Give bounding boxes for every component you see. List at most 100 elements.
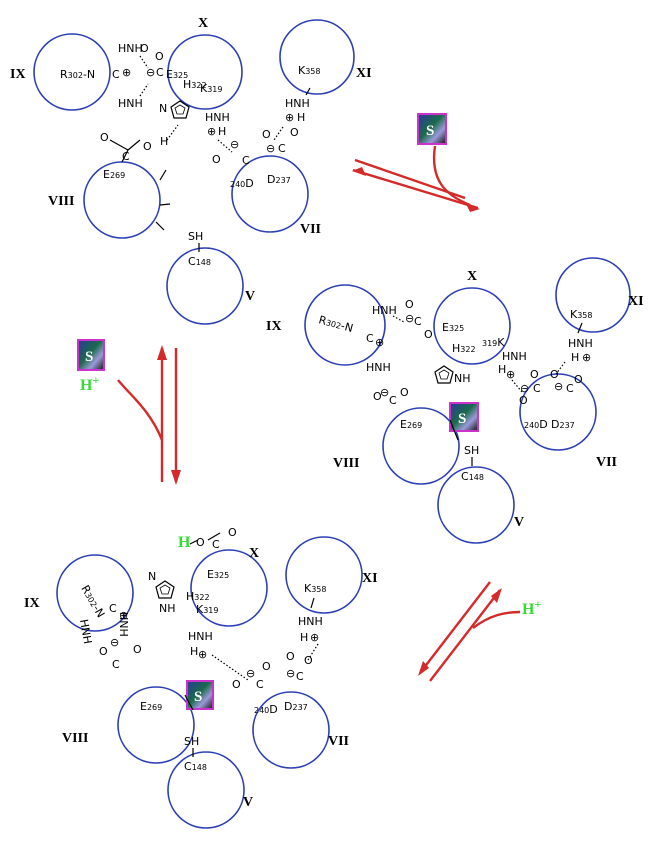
label-domain-ix: IX (10, 67, 26, 82)
residue-d240: 240D (230, 177, 254, 190)
plus-charge: ⊕ (582, 351, 591, 364)
substrate-square-icon: S (77, 339, 105, 371)
equilibrium-arrow-left: S H+ (77, 339, 181, 485)
minus-charge: ⊖ (146, 66, 155, 79)
substrate-square-icon: S (186, 680, 214, 710)
substrate-label: S (426, 123, 434, 139)
oxygen: O (262, 128, 271, 141)
plus-charge: ⊕ (198, 648, 207, 661)
domain-circle-ix (304, 284, 386, 366)
carboxyl-carbon: C (242, 154, 250, 167)
residue-k358: K358 (304, 582, 327, 595)
residue-k358: K358 (298, 64, 321, 77)
lysine-hnh: HNH (298, 615, 323, 628)
substrate-label: S (85, 349, 93, 365)
residue-h322: H322 (183, 78, 207, 91)
label-domain-viii: VIII (48, 194, 74, 209)
lysine-h: H (297, 111, 305, 124)
proton-released: H+ (80, 373, 99, 394)
substrate-square-icon: S (417, 113, 447, 145)
minus-charge: ⊖ (405, 312, 414, 325)
lysine-h: H (571, 351, 579, 364)
domain-circle-vii (252, 691, 330, 769)
domain-circle-v (166, 247, 244, 325)
label-domain-viii: VIII (62, 731, 88, 746)
lysine-hnh: HNH (568, 337, 593, 350)
oxygen: O (286, 650, 295, 663)
guanidinium-nh-bottom: HNH (77, 618, 94, 645)
residue-k319: K319 (200, 82, 223, 95)
carboxyl-carbon: C (278, 142, 286, 155)
guanidinium-nh-top: HNH (117, 612, 130, 637)
lysine-h: H (498, 363, 506, 376)
lysine-hnh: HNH (188, 630, 213, 643)
oxygen: O (232, 678, 241, 691)
domain-circle-vii (519, 373, 597, 451)
oxygen: O (140, 42, 149, 55)
state-2-substrate-bound: IX X XI VIII VII V R302-N HNH HNH C ⊕ O … (266, 257, 644, 544)
domain-circle-v (167, 751, 245, 829)
domain-circle-viii (117, 686, 195, 764)
residue-e325: E325 (442, 321, 464, 334)
minus-charge: ⊖ (286, 667, 295, 680)
residue-e269: E269 (140, 700, 162, 713)
minus-charge: ⊖ (554, 380, 563, 393)
carboxyl-carbon: C (256, 678, 264, 691)
carboxyl-carbon: C (533, 382, 541, 395)
label-domain-vii: VII (328, 734, 349, 749)
domain-circle-xi (555, 257, 631, 333)
label-domain-xi: XI (628, 294, 644, 309)
label-domain-xi: XI (356, 66, 372, 81)
hydroxyl-oxygen: O (143, 140, 152, 153)
guanidinium-nh-bottom: HNH (366, 361, 391, 374)
oxygen: O (155, 50, 164, 63)
guanidinium-nh-top: HNH (372, 304, 397, 317)
plus-charge: ⊕ (119, 609, 128, 622)
residue-d237: D237 (267, 173, 291, 186)
residue-e325: E325 (166, 68, 188, 81)
thiol-sh: SH (464, 444, 479, 457)
oxygen: O (99, 645, 108, 658)
equilibrium-arrow-top-right: S (352, 113, 480, 212)
oxygen: O (133, 643, 142, 656)
residue-d240: 240D (524, 418, 548, 431)
oxygen: O (519, 394, 528, 407)
residue-r302: R302-N (60, 68, 95, 81)
residue-k319: 319K (482, 336, 505, 349)
imidazole-ring-icon (155, 580, 175, 599)
plus-charge: ⊕ (207, 125, 216, 138)
oxygen: O (373, 390, 382, 403)
lysine-hnh: HNH (285, 97, 310, 110)
plus-charge: ⊕ (285, 111, 294, 124)
oxygen: O (290, 126, 299, 139)
state-3-protonated-intermediate: IX X XI VIII VII V R302-N C ⊕ HNH HNH O … (24, 526, 378, 829)
hydroxyl-oxygen: O (196, 536, 205, 549)
domain-circle-xi (285, 536, 363, 614)
residue-c148: C148 (461, 470, 484, 483)
label-domain-x: X (249, 546, 259, 561)
domain-circle-vii (231, 155, 309, 233)
lysine-hnh: HNH (502, 350, 527, 363)
oxygen: O (424, 328, 433, 341)
state-1-free-enzyme: IX X XI VIII VII V R302-N HNH HNH C ⊕ O … (10, 16, 372, 325)
minus-charge: ⊖ (246, 667, 255, 680)
residue-r302: R302-N (78, 583, 107, 620)
lysine-h: H (190, 645, 198, 658)
residue-d240: 240D (254, 703, 278, 716)
domain-circle-ix (33, 33, 111, 111)
oxygen: O (100, 131, 109, 144)
nitrogen: N (148, 570, 156, 583)
domain-circle-xi (279, 19, 355, 95)
equilibrium-arrow-bottom-right: H+ (418, 581, 541, 682)
label-domain-v: V (243, 795, 253, 810)
guanidinium-carbon: C (112, 68, 120, 81)
label-domain-ix: IX (24, 596, 40, 611)
oxygen: O (212, 153, 221, 166)
carboxyl-carbon: C (389, 394, 397, 407)
proton-on-glutamate: H (178, 534, 191, 551)
minus-charge: ⊖ (230, 138, 239, 151)
plus-charge: ⊕ (375, 336, 384, 349)
imidazole-nh: NH (159, 602, 176, 615)
guanidinium-carbon: C (366, 332, 374, 345)
carboxyl-carbon: C (566, 382, 574, 395)
